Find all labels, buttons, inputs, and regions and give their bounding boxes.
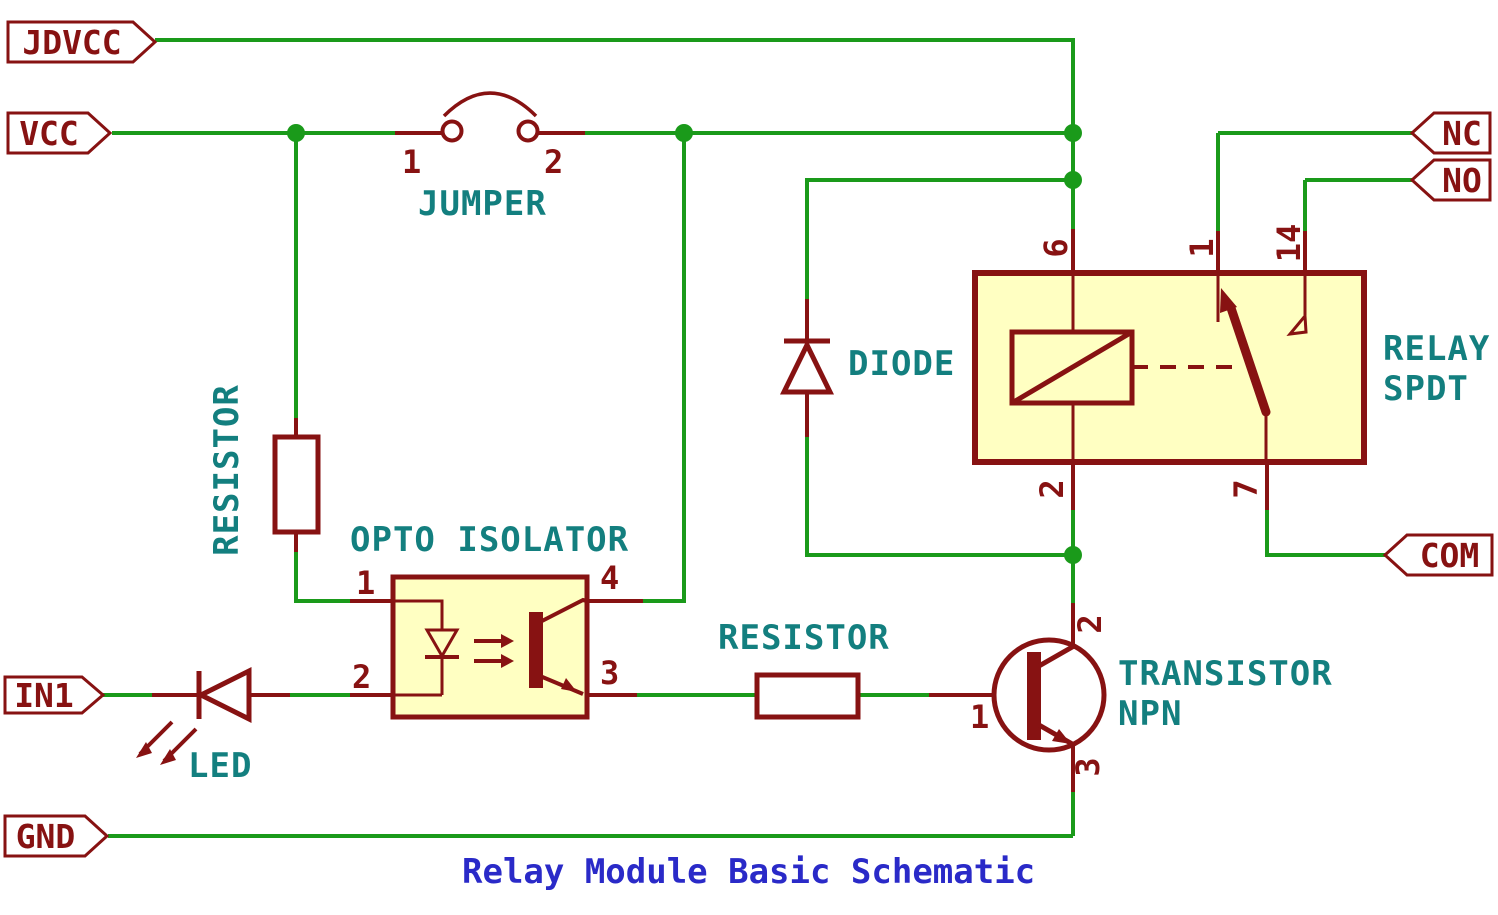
opto-pin3-label: 3	[600, 654, 620, 692]
opto-led-leads	[393, 599, 444, 697]
transistor-name: TRANSISTOR	[1118, 654, 1333, 694]
transistor-collector-line	[1037, 643, 1076, 669]
junction-vcc-jdvcc	[1064, 124, 1082, 142]
wire-diode-bottom	[805, 437, 1073, 557]
net-label-in1: IN1	[14, 675, 74, 715]
led-triangle	[195, 666, 252, 724]
opto-emitter-arrow	[561, 678, 577, 692]
junctions	[287, 124, 1082, 564]
flag-no	[1409, 158, 1492, 202]
net-label-gnd: GND	[15, 816, 76, 856]
opto-symbol	[390, 574, 590, 720]
opto-led-triangle	[424, 628, 460, 660]
opto-name: OPTO ISOLATOR	[350, 520, 630, 560]
flag-com	[1382, 533, 1494, 577]
diode-symbol	[779, 338, 835, 395]
junction-diode-bottom	[1064, 546, 1082, 564]
net-flag-shapes	[3, 20, 1494, 858]
diode-name: DIODE	[848, 344, 956, 384]
wire-com	[1265, 510, 1385, 557]
jumper-pad-1	[440, 119, 464, 143]
transistor-pin3-label: 3	[1069, 757, 1107, 777]
relay-name: RELAY	[1383, 329, 1491, 369]
relay-symbol	[972, 270, 1367, 465]
transistor-circle	[991, 637, 1107, 753]
wire-opto4-riser	[643, 133, 686, 603]
relay-armature	[1226, 303, 1271, 417]
junction-vcc-resistor	[287, 124, 305, 142]
relay-armature-arrow	[1220, 288, 1237, 313]
jumper-pad-2	[516, 119, 540, 143]
pin-stubs	[152, 131, 1307, 792]
junction-vcc-opto4	[675, 124, 693, 142]
jumper-arc	[442, 91, 538, 118]
net-label-com: COM	[1419, 535, 1480, 575]
opto-transistor-bar	[529, 612, 543, 688]
relay-pin6-label: 6	[1037, 238, 1075, 258]
led-emit-head-2	[160, 749, 176, 765]
transistor-type: NPN	[1118, 694, 1183, 734]
wire-resistor1-bottom	[294, 552, 350, 603]
transistor-symbol	[991, 637, 1107, 753]
jumper-symbol	[440, 91, 540, 143]
resistor1-name: RESISTOR	[207, 384, 247, 556]
led-symbol	[136, 666, 252, 765]
flag-gnd	[3, 814, 110, 858]
resistor2-name: RESISTOR	[718, 618, 890, 658]
net-label-no: NO	[1442, 160, 1482, 200]
schematic-title: Relay Module Basic Schematic	[462, 852, 1036, 892]
flag-jdvcc	[6, 20, 158, 64]
transistor-emitter-arrow	[1052, 729, 1071, 744]
jumper-pin2-label: 2	[544, 143, 564, 181]
relay-coil-diagonal	[1010, 329, 1134, 406]
flag-nc	[1409, 111, 1492, 155]
wire-diode-top	[805, 178, 1073, 299]
opto-collector	[539, 597, 588, 624]
opto-light-head-2	[501, 654, 514, 668]
diode-triangle	[779, 339, 835, 395]
relay-type: SPDT	[1383, 369, 1469, 409]
wire-jdvcc	[155, 38, 1075, 229]
opto-pin2-label: 2	[352, 658, 372, 696]
net-label-vcc: VCC	[19, 113, 79, 153]
net-label-nc: NC	[1442, 113, 1482, 153]
resistor1-body	[272, 434, 321, 535]
relay-pin2-label: 2	[1033, 479, 1071, 499]
relay-pin7-label: 7	[1227, 479, 1265, 499]
opto-light-head-1	[501, 634, 514, 648]
relay-pin14-label: 14	[1270, 223, 1308, 263]
flag-in1	[3, 675, 106, 715]
relay-pin1-label: 1	[1183, 238, 1221, 258]
resistor2-body	[754, 672, 861, 720]
relay-no-contact-arrow	[1286, 312, 1308, 336]
flag-vcc	[6, 111, 113, 155]
transistor-pin2-label: 2	[1071, 614, 1109, 634]
transistor-pin1-label: 1	[970, 698, 990, 736]
jumper-pin1-label: 1	[402, 143, 422, 181]
opto-pin4-label: 4	[600, 559, 620, 597]
led-emit-head-1	[136, 742, 152, 758]
opto-pin1-label: 1	[356, 564, 376, 602]
transistor-base-bar	[1027, 652, 1041, 740]
led-name: LED	[188, 746, 253, 786]
net-label-jdvcc: JDVCC	[22, 22, 122, 62]
jumper-name: JUMPER	[418, 184, 547, 224]
junction-diode-top	[1064, 171, 1082, 189]
wires	[103, 38, 1412, 838]
